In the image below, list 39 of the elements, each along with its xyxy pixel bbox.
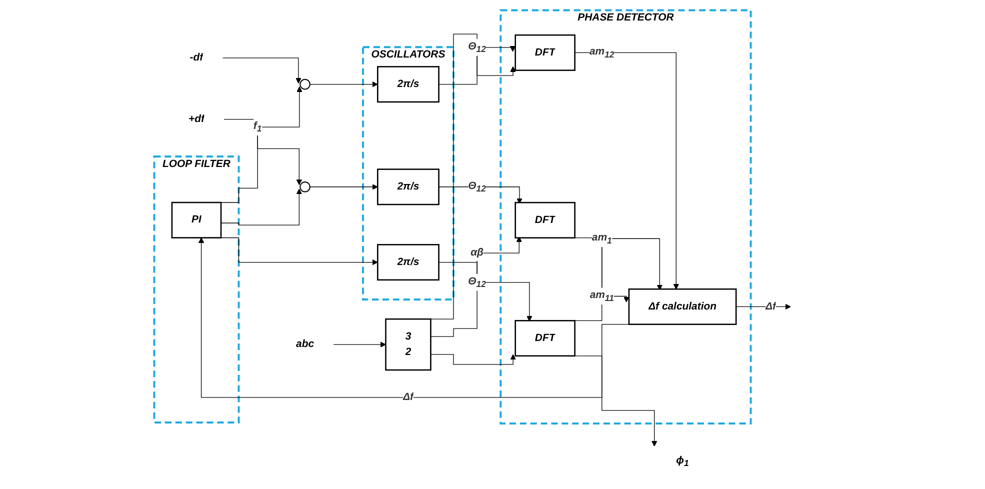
arrow xyxy=(430,236,522,336)
arrow xyxy=(220,86,303,202)
node-box: 2π/s xyxy=(377,66,440,102)
edge-label: Θ$_{12}$ xyxy=(468,275,486,289)
node-box: DFT xyxy=(515,34,576,70)
node-box: DFT xyxy=(515,201,576,238)
arrow xyxy=(574,52,680,289)
node-box: Δf calculation xyxy=(628,288,738,324)
node-circle xyxy=(300,181,311,192)
arrow xyxy=(310,184,378,190)
arrow xyxy=(222,57,302,84)
edge-label: am$_{12}$ xyxy=(590,46,615,59)
edge-label: αβ xyxy=(471,246,484,258)
node-box: DFT xyxy=(515,320,576,356)
node-text: -df xyxy=(190,52,204,63)
arrow xyxy=(310,80,378,87)
node-text: +df xyxy=(188,112,205,124)
arrow xyxy=(736,303,792,310)
arrow xyxy=(438,46,516,84)
node-box: 2π/s xyxy=(377,244,440,280)
arrow xyxy=(438,186,523,204)
node-text: abc xyxy=(296,338,314,350)
edge-label: Θ$_{12}$ xyxy=(468,180,486,193)
edge-label: f$_{1}$ xyxy=(254,120,262,134)
node-box: 3 2 xyxy=(386,318,432,370)
arrow xyxy=(221,188,303,225)
arrow xyxy=(430,354,516,364)
edge-label: am$_{11}$ xyxy=(590,289,614,302)
node-box: 2π/s xyxy=(377,168,440,205)
node-circle xyxy=(300,78,311,90)
arrow xyxy=(334,341,386,347)
edge-label: Δf xyxy=(403,391,414,402)
edge-label: am$_{1}$ xyxy=(592,232,612,245)
arrow xyxy=(438,261,533,321)
node-text: ϕ$_{1}$ xyxy=(676,454,690,468)
edge-label: Θ$_{12}$ xyxy=(468,40,486,54)
node-box: PI xyxy=(172,201,222,238)
arrow xyxy=(224,118,303,185)
edge-label: Δf xyxy=(766,300,776,312)
